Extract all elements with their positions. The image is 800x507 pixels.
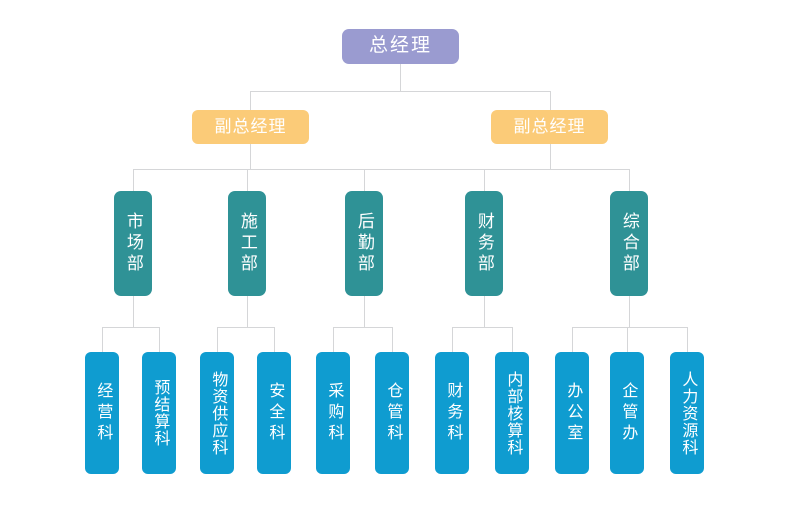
- connector-marketing-c1: [102, 327, 103, 352]
- connector-dept-general-up: [629, 169, 630, 191]
- connector-construction-stem: [247, 296, 248, 327]
- node-procurement-section[interactable]: 采购科: [316, 352, 350, 474]
- connector-logistics-c1: [333, 327, 334, 352]
- connector-deputy-right-up: [550, 91, 551, 112]
- node-warehouse-section[interactable]: 仓管科: [375, 352, 409, 474]
- node-marketing-department[interactable]: 市场部: [114, 191, 152, 296]
- node-enterprise-management-office[interactable]: 企管办: [610, 352, 644, 474]
- node-logistics-department[interactable]: 后勤部: [345, 191, 383, 296]
- node-label: 办公室: [564, 381, 582, 445]
- node-label: 人力资源科: [679, 370, 697, 456]
- connector-construction-c2: [274, 327, 275, 352]
- node-deputy-general-manager-right[interactable]: 副总经理: [491, 110, 608, 144]
- connector-marketing-bus: [102, 327, 159, 328]
- node-construction-department[interactable]: 施工部: [228, 191, 266, 296]
- node-label: 总经理: [368, 35, 432, 57]
- connector-logistics-bus: [333, 327, 392, 328]
- connector-finance-c2: [512, 327, 513, 352]
- node-label: 采购科: [325, 381, 343, 445]
- connector-general-c3: [687, 327, 688, 352]
- node-label: 后勤部: [354, 212, 374, 275]
- node-general-affairs-department[interactable]: 综合部: [610, 191, 648, 296]
- node-human-resources-section[interactable]: 人力资源科: [670, 352, 704, 474]
- node-label: 物资供应科: [209, 370, 227, 456]
- node-finance-section[interactable]: 财务科: [435, 352, 469, 474]
- node-label: 企管办: [619, 381, 637, 445]
- node-office-section[interactable]: 办公室: [555, 352, 589, 474]
- connector-dept-marketing-up: [133, 169, 134, 191]
- node-label: 财务部: [474, 212, 494, 275]
- node-general-manager[interactable]: 总经理: [342, 29, 459, 64]
- connector-general-c2: [627, 327, 628, 352]
- node-label: 市场部: [123, 212, 143, 275]
- connector-root-stem: [400, 64, 401, 91]
- connector-general-stem: [629, 296, 630, 327]
- node-material-supply-section[interactable]: 物资供应科: [200, 352, 234, 474]
- node-safety-section[interactable]: 安全科: [257, 352, 291, 474]
- node-label: 综合部: [619, 212, 639, 275]
- connector-dept-logistics-up: [364, 169, 365, 191]
- connector-construction-c1: [217, 327, 218, 352]
- connector-level1-bus: [250, 91, 551, 92]
- connector-dept-finance-up: [484, 169, 485, 191]
- node-label: 预结算科: [151, 379, 169, 447]
- node-label: 财务科: [444, 381, 462, 445]
- node-label: 施工部: [237, 212, 257, 275]
- connector-marketing-c2: [159, 327, 160, 352]
- connector-finance-c1: [452, 327, 453, 352]
- connector-finance-bus: [452, 327, 512, 328]
- node-budget-settlement-section[interactable]: 预结算科: [142, 352, 176, 474]
- node-deputy-general-manager-left[interactable]: 副总经理: [192, 110, 309, 144]
- node-label: 仓管科: [384, 381, 402, 445]
- node-label: 副总经理: [214, 116, 287, 136]
- connector-deputy-left-down: [250, 144, 251, 169]
- node-operations-section[interactable]: 经营科: [85, 352, 119, 474]
- connector-dept-construction-up: [247, 169, 248, 191]
- connector-deputy-left-up: [250, 91, 251, 112]
- connector-general-c1: [572, 327, 573, 352]
- node-label: 安全科: [266, 381, 284, 445]
- node-finance-department[interactable]: 财务部: [465, 191, 503, 296]
- connector-finance-stem: [484, 296, 485, 327]
- node-label: 经营科: [94, 381, 112, 445]
- connector-deputy-right-down: [550, 144, 551, 169]
- connector-logistics-stem: [364, 296, 365, 327]
- node-label: 内部核算科: [504, 370, 522, 456]
- node-internal-accounting-section[interactable]: 内部核算科: [495, 352, 529, 474]
- connector-construction-bus: [217, 327, 274, 328]
- connector-logistics-c2: [392, 327, 393, 352]
- node-label: 副总经理: [513, 116, 586, 136]
- connector-general-bus: [572, 327, 687, 328]
- connector-marketing-stem: [133, 296, 134, 327]
- connector-department-bus: [133, 169, 629, 170]
